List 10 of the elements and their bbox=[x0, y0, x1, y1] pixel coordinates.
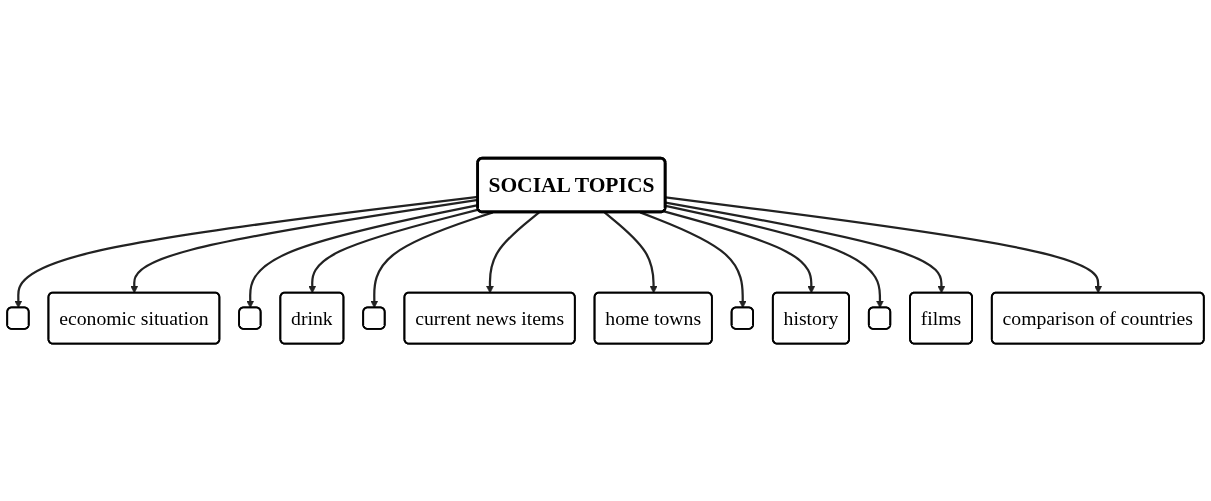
arrow bbox=[603, 211, 658, 293]
arrow bbox=[14, 195, 479, 308]
arrow bbox=[665, 195, 1103, 293]
arrow bbox=[665, 201, 946, 293]
arrow bbox=[665, 204, 884, 308]
arrow bbox=[308, 208, 479, 293]
arrow bbox=[486, 211, 540, 293]
arrow bbox=[246, 203, 479, 308]
arrow bbox=[663, 209, 816, 293]
arrow bbox=[130, 198, 479, 293]
